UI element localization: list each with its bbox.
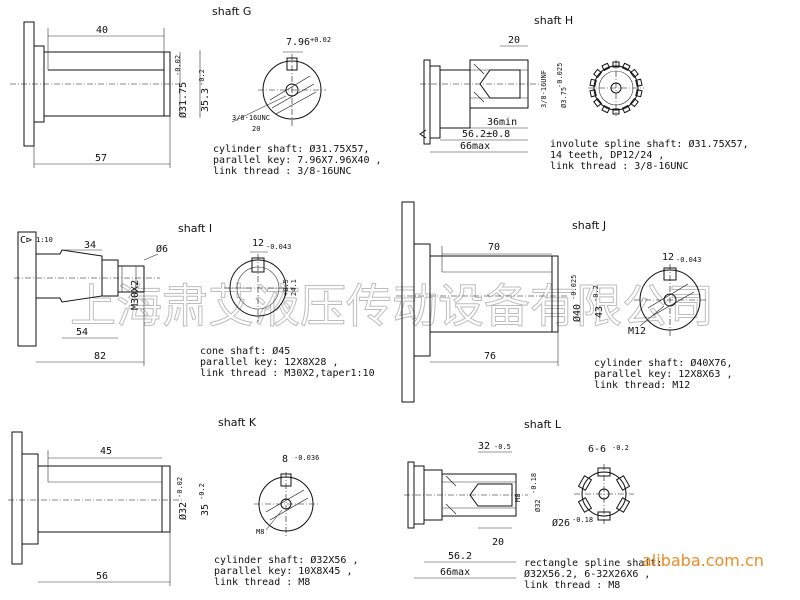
shaft-i-dim-34: 34 [84, 240, 96, 251]
shaft-i-dim-54: 54 [76, 327, 88, 338]
svg-text:-0.2: -0.2 [612, 444, 629, 452]
shaft-l-dim-32: 32 [478, 441, 490, 452]
shaft-j-dim-76: 76 [484, 351, 496, 362]
shaft-l-mid: 56.2 [448, 551, 472, 562]
watermark-text: 上海肃艾液压传动设备有限公司 [70, 279, 714, 333]
svg-text:-0.2: -0.2 [198, 69, 206, 86]
shaft-k-desc-3: link thread : M8 [214, 577, 310, 588]
shaft-j-dim-70: 70 [488, 242, 500, 253]
shaft-g: shaft G 40 57 Ø31.75 -0.02 35.3 -0.2 [10, 5, 382, 177]
shaft-l-dim-20: 20 [492, 537, 504, 548]
shaft-j-desc-2: parallel key: 12X8X63 , [594, 369, 732, 380]
shaft-k-dim-56: 56 [96, 571, 108, 582]
svg-text:-0.18: -0.18 [530, 473, 538, 494]
shaft-h-min: 36min [487, 117, 517, 128]
shaft-h-dim-20: 20 [508, 35, 520, 46]
shaft-g-dia: Ø31.75 [177, 82, 189, 118]
svg-text:-0.043: -0.043 [266, 243, 291, 251]
shaft-g-desc-2: parallel key: 7.96X7.96X40 , [213, 155, 382, 166]
shaft-i-flange [17, 231, 37, 347]
shaft-l-desc-2: Ø32X56.2, 6-32X26X6 , [524, 568, 650, 580]
shaft-i-depth: 24.1 [290, 279, 298, 296]
svg-text:20: 20 [252, 125, 260, 133]
shaft-j-thread: M12 [628, 326, 646, 337]
shaft-i: shaft I C⊳ 1:10 34 Ø6 M30X2 54 82 12 -0.… [14, 222, 375, 379]
shaft-g-thread-label: 3/8-16UNC [232, 114, 270, 122]
svg-text:+0.02: +0.02 [310, 36, 331, 44]
svg-text:-0.025: -0.025 [556, 63, 564, 88]
shaft-i-taper-label: C⊳ [20, 235, 32, 246]
shaft-h: shaft H 20 3/8-16UNF Ø3.75 -0.025 36min … [419, 14, 749, 172]
shaft-j-desc-1: cylinder shaft: Ø40X76, [594, 357, 732, 369]
shaft-k-dia: Ø32 [177, 502, 189, 520]
shaft-j-dia2: 43 [594, 306, 605, 318]
svg-text:-0.043: -0.043 [676, 256, 701, 264]
shaft-g-desc-3: link thread : 3/8-16UNC [213, 166, 351, 177]
shaft-i-desc-1: cone shaft: Ø45 [200, 345, 290, 357]
shaft-h-max: 66max [460, 141, 490, 152]
svg-text:-0.02: -0.02 [174, 55, 182, 76]
shaft-i-thread: M30X2 [130, 280, 141, 310]
shaft-i-desc-3: link thread : M30X2,taper1:10 [200, 368, 375, 379]
shaft-l-dia: Ø32 [534, 499, 542, 512]
shaft-k-title: shaft K [218, 416, 257, 429]
shaft-l: shaft L 32 -0.5 M8 Ø32 -0.18 20 56.2 66m… [404, 418, 662, 591]
shaft-h-thread: 3/8-16UNF [540, 70, 548, 108]
shaft-h-dia: Ø3.75 [560, 87, 568, 108]
shaft-j-body [429, 255, 559, 333]
shaft-h-title: shaft H [534, 14, 573, 27]
shaft-i-title: shaft I [178, 222, 212, 235]
shaft-i-taper: 1:10 [36, 236, 53, 244]
shaft-h-mid: 56.2±0.8 [462, 129, 510, 140]
shaft-k-desc-2: parallel key: 10X8X45 , [214, 566, 352, 577]
shaft-g-dim-57: 57 [95, 153, 107, 164]
shaft-l-desc-3: link thread : M8 [524, 580, 620, 591]
shaft-g-dim-40: 40 [96, 25, 108, 36]
svg-text:+0.5: +0.5 [282, 279, 290, 296]
shaft-g-key: 7.96 [286, 37, 310, 48]
shaft-h-desc-1: involute spline shaft: Ø31.75X57, [550, 138, 749, 150]
svg-text:-0.18: -0.18 [572, 516, 593, 524]
shaft-j: shaft J 70 76 Ø40 -0.025 43 -0.2 12 -0.0… [396, 201, 732, 403]
shaft-g-desc-1: cylinder shaft: Ø31.75X57, [213, 143, 370, 155]
shaft-k-body [37, 465, 171, 533]
shaft-k-desc-1: cylinder shaft: Ø32X56 , [214, 554, 359, 566]
shaft-h-desc-3: link thread : 3/8-16UNC [550, 161, 688, 172]
shaft-k-thread: M8 [256, 528, 264, 536]
shaft-j-key: 12 [662, 252, 674, 263]
shaft-l-dia26: Ø26 [552, 517, 570, 529]
shaft-i-phi6: Ø6 [156, 243, 168, 255]
svg-text:-0.036: -0.036 [294, 454, 319, 462]
shaft-k-dim-45: 45 [100, 446, 112, 457]
shaft-g-title: shaft G [212, 5, 251, 18]
shaft-g-dia2: 35.3 [200, 88, 211, 112]
shaft-h-desc-2: 14 teeth, DP12/24 , [550, 150, 664, 161]
shaft-k-flange [11, 431, 23, 565]
shaft-i-dim-82: 82 [94, 351, 106, 362]
svg-text:-0.5: -0.5 [494, 443, 511, 451]
shaft-l-title: shaft L [524, 418, 562, 431]
svg-text:-0.02: -0.02 [176, 477, 184, 498]
shaft-i-key: 12 [252, 238, 264, 249]
shaft-k-dia2: 35 [200, 504, 211, 516]
svg-text:-0.2: -0.2 [198, 483, 206, 500]
shaft-l-max: 66max [440, 567, 470, 578]
shaft-k: shaft K 45 56 Ø32 -0.02 35 -0.2 8 -0.036… [8, 416, 359, 588]
shaft-j-title: shaft J [572, 219, 606, 232]
svg-text:-0.2: -0.2 [592, 285, 600, 302]
shaft-l-desc-1: rectangle spline shaft: [524, 558, 662, 569]
shaft-l-spline: 6-6 [588, 444, 606, 455]
shaft-h-flange [423, 59, 431, 145]
svg-text:-0.025: -0.025 [570, 275, 578, 300]
shaft-j-dia: Ø40 [571, 304, 583, 322]
brand-watermark: alibaba.com.cn [642, 551, 764, 570]
shaft-l-thread: M8 [514, 494, 522, 502]
shaft-k-key: 8 [282, 454, 288, 465]
shaft-j-desc-3: link thread: M12 [594, 380, 690, 391]
shaft-i-desc-2: parallel key: 12X8X28 , [200, 357, 338, 368]
